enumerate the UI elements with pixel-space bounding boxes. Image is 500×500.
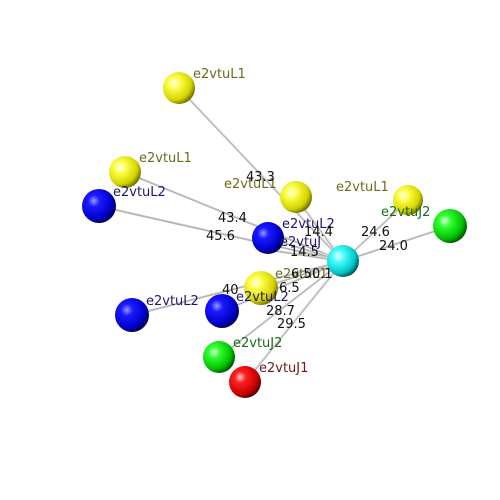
atom-label: e2vtuL1 [193, 67, 246, 82]
atom-label: e2vtuL1 [224, 177, 277, 192]
bond [342, 224, 451, 263]
center-atom-sphere[interactable] [327, 245, 359, 277]
atom-label: e2vtuL1 [336, 180, 389, 195]
bond [221, 259, 344, 313]
bond [244, 259, 344, 383]
distance-label: 0.1 [312, 267, 333, 282]
distance-label: 43.4 [218, 211, 247, 226]
distance-label: 43.3 [246, 170, 275, 185]
atom-yellow-sphere[interactable] [244, 271, 278, 305]
distance-label: 14.4 [304, 225, 333, 240]
atom-green-sphere[interactable] [203, 341, 235, 373]
distance-label: 6.5 [279, 281, 300, 296]
bond [131, 259, 344, 317]
atom-label: e2vtuL2 [236, 290, 289, 305]
atom-label: e2vtuL2 [113, 185, 166, 200]
atom-label: e2vtuL1 [139, 151, 192, 166]
atom-label: e2vtuJ1 [259, 361, 308, 376]
atoms-layer [82, 72, 467, 398]
atom-red-sphere[interactable] [229, 366, 261, 398]
distance-label: 6.5 [291, 267, 312, 282]
atom-yellow-sphere[interactable] [109, 156, 141, 188]
bond [98, 204, 344, 263]
distances-layer: 43.3 43.4 45.6 14.4 14.5 24.624.0 40 28.729.5 6.… [206, 170, 408, 332]
atom-blue-sphere[interactable] [205, 294, 239, 328]
atom-label: e2vtuL2 [146, 294, 199, 309]
atom-blue-sphere[interactable] [82, 189, 116, 223]
atom-blue-sphere[interactable] [115, 298, 149, 332]
atom-blue-sphere[interactable] [252, 222, 284, 254]
distance-label: 24.6 [361, 225, 390, 240]
distance-label: 14.5 [290, 245, 319, 260]
distance-label: 40 [222, 283, 239, 298]
labels-layer: e2vtuL1 e2vtuL1 e2vtuL2 e2vtuL1 e2vtuL1 e2vtu… [113, 67, 430, 376]
bond [124, 170, 344, 263]
atom-yellow-sphere[interactable] [393, 185, 423, 215]
atom-label: e2vtuJ [280, 235, 321, 250]
distance-label: 24.0 [379, 239, 408, 254]
atom-label: e2vtuJ2 [233, 336, 282, 351]
atom-label: e2vtuL1 [275, 267, 328, 282]
distance-label: 29.5 [277, 317, 306, 332]
atom-green-sphere[interactable] [433, 209, 467, 243]
bond [218, 259, 344, 358]
atom-yellow-sphere[interactable] [163, 72, 195, 104]
atom-label: e2vtuL2 [282, 217, 335, 232]
distance-label: 45.6 [206, 229, 235, 244]
bond [178, 86, 344, 262]
atom-label: e2vtuJ2 [381, 205, 430, 220]
atom-yellow-sphere[interactable] [280, 181, 312, 213]
distance-label: 28.7 [266, 304, 295, 319]
